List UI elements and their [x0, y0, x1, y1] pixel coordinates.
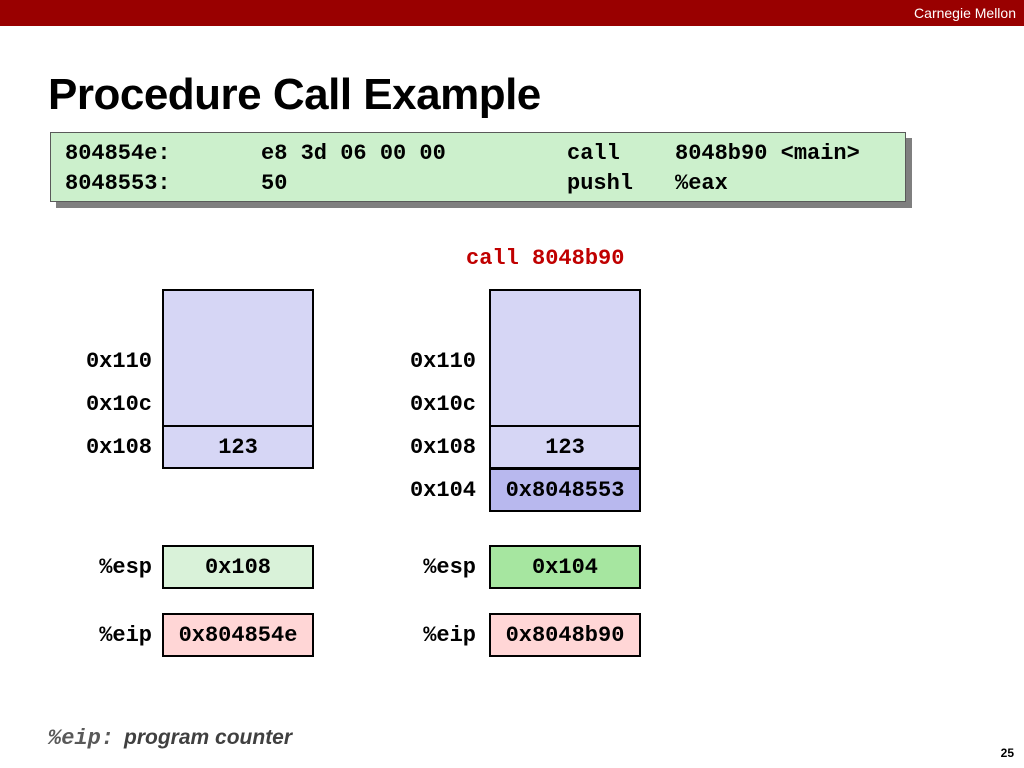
after-esp-label: %esp	[423, 555, 476, 580]
code-box: 804854e: e8 3d 06 00 00 call 8048b90 <ma…	[50, 132, 906, 202]
after-address-0x110: 0x110	[409, 349, 476, 374]
code-opcode: pushl	[567, 171, 634, 196]
code-bytes: 50	[261, 171, 288, 196]
before-eip-label: %eip	[99, 623, 152, 648]
code-bytes: e8 3d 06 00 00	[261, 141, 446, 166]
code-operand: 8048b90 <main>	[675, 141, 860, 166]
after-stack-cell-0x104: 0x8048553	[489, 468, 641, 512]
code-address: 8048553:	[65, 171, 171, 196]
before-eip-register: 0x804854e	[162, 613, 314, 657]
after-address-0x108: 0x108	[409, 435, 476, 460]
code-opcode: call	[567, 141, 620, 166]
before-stack-cell-0x108: 123	[162, 425, 314, 469]
code-operand: %eax	[675, 171, 728, 196]
before-address-0x108: 0x108	[85, 435, 152, 460]
after-esp-register: 0x104	[489, 545, 641, 589]
code-line-1: 804854e: e8 3d 06 00 00 call 8048b90 <ma…	[65, 139, 860, 169]
footnote-code: %eip:	[48, 726, 115, 751]
footnote: %eip: program counter	[48, 724, 292, 751]
before-stack-upper	[162, 289, 314, 427]
before-address-0x10c: 0x10c	[85, 392, 152, 417]
after-eip-register: 0x8048b90	[489, 613, 641, 657]
after-stack-cell-0x108: 123	[489, 425, 641, 469]
before-address-0x110: 0x110	[85, 349, 152, 374]
before-esp-register: 0x108	[162, 545, 314, 589]
code-address: 804854e:	[65, 141, 171, 166]
after-eip-label: %eip	[423, 623, 476, 648]
slide-title: Procedure Call Example	[48, 70, 541, 119]
footnote-text: program counter	[124, 726, 293, 749]
before-esp-label: %esp	[99, 555, 152, 580]
header-bar: Carnegie Mellon	[0, 0, 1024, 26]
page-number: 25	[1000, 746, 1014, 760]
after-address-0x10c: 0x10c	[409, 392, 476, 417]
step-caption: call 8048b90	[466, 246, 625, 271]
after-address-0x104: 0x104	[409, 478, 476, 503]
org-name: Carnegie Mellon	[914, 5, 1016, 21]
after-stack-upper	[489, 289, 641, 427]
code-line-2: 8048553: 50 pushl %eax	[65, 169, 728, 199]
